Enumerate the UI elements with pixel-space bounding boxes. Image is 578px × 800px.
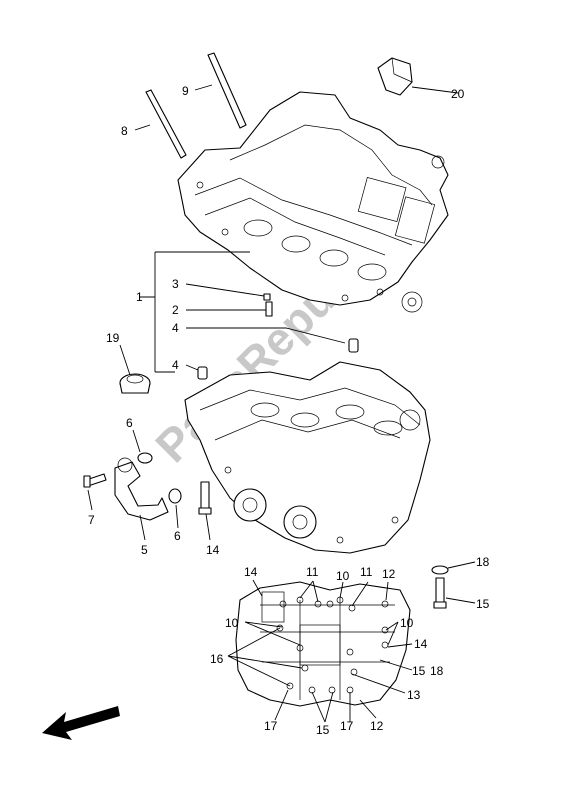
callout-14-upper: 14 (206, 543, 220, 557)
stud-bolt-8 (145, 89, 187, 159)
o-ring-part-6-lower (168, 488, 182, 504)
callout-4-upper: 4 (172, 321, 179, 335)
callout-17-left: 17 (264, 719, 278, 733)
pipe-part-5 (114, 457, 169, 521)
callout-18-mid: 18 (430, 664, 444, 678)
callout-labels: 20 9 8 1 3 2 4 19 4 6 7 5 6 14 18 15 14 … (88, 84, 490, 737)
bolt-part-7 (83, 473, 107, 488)
o-ring-part-6-upper (137, 452, 153, 464)
leader-lines (87, 84, 476, 723)
callout-12-bottom: 12 (370, 719, 384, 733)
dowel-part-4-right (348, 338, 359, 353)
callout-13: 13 (407, 688, 421, 702)
callout-12-top: 12 (382, 567, 396, 581)
dowel-part-4-left (197, 366, 208, 380)
upper-crankcase (177, 91, 449, 306)
callout-14-bottom-left: 14 (244, 565, 258, 579)
callout-11-right: 11 (360, 565, 373, 579)
lower-crankcase (184, 361, 431, 554)
callout-11-left: 11 (306, 565, 319, 579)
callout-7: 7 (88, 513, 95, 527)
callout-3: 3 (172, 277, 179, 291)
callout-15-mid: 15 (412, 664, 426, 678)
callout-18-right: 18 (476, 555, 490, 569)
callout-20: 20 (451, 87, 465, 101)
gear-icon (401, 291, 423, 313)
pin-part-3 (263, 293, 271, 301)
bolt-part-14 (198, 481, 212, 515)
callout-17-right: 17 (340, 719, 354, 733)
callout-14-right: 14 (414, 637, 428, 651)
callout-6-lower: 6 (174, 529, 181, 543)
callout-15-bottom: 15 (316, 723, 330, 737)
cap-part-19 (119, 373, 151, 394)
callout-15-right: 15 (476, 597, 490, 611)
front-direction-arrow-icon (42, 706, 120, 740)
callout-10-left: 10 (225, 616, 239, 630)
callout-9: 9 (182, 84, 189, 98)
callout-6-upper: 6 (126, 416, 133, 430)
callout-10-top: 10 (336, 569, 350, 583)
pin-part-2 (265, 301, 273, 317)
bracket-part-20 (377, 57, 413, 96)
stud-bolt-9 (207, 52, 247, 129)
washer-part-18 (431, 565, 449, 575)
callout-19: 19 (106, 331, 120, 345)
bolt-part-15 (433, 577, 447, 609)
callout-8: 8 (121, 124, 128, 138)
crankcase-bottom-view (235, 581, 411, 707)
callout-1: 1 (136, 290, 143, 304)
callout-10-right: 10 (400, 616, 414, 630)
callout-16: 16 (210, 652, 224, 666)
callout-4-lower: 4 (172, 358, 179, 372)
callout-2: 2 (172, 303, 179, 317)
callout-5: 5 (141, 543, 148, 557)
